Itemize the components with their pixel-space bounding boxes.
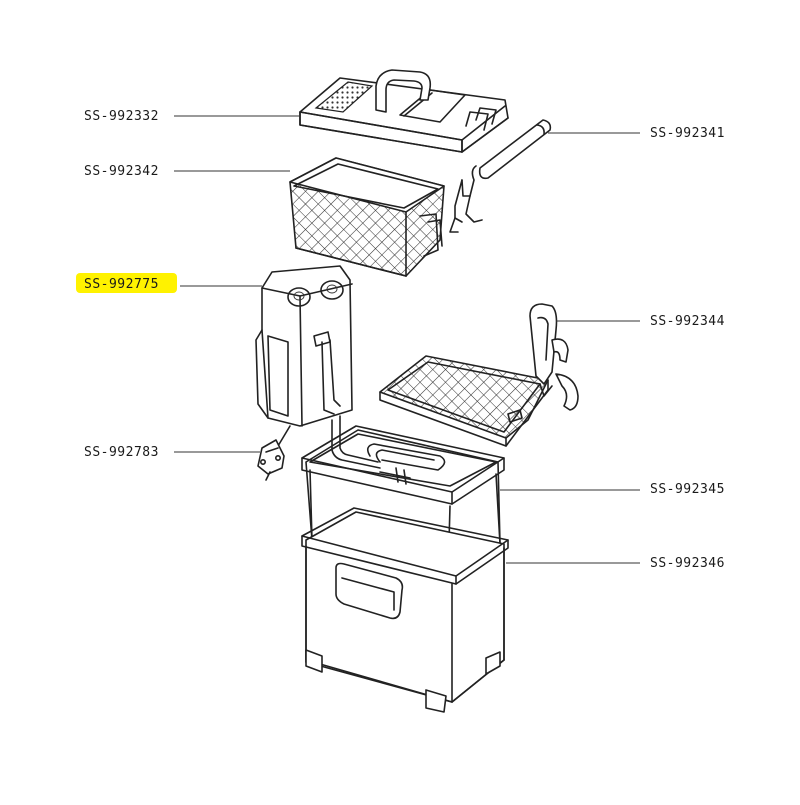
- label-highlight: [76, 273, 177, 293]
- label-housing: SS-992346: [650, 556, 725, 571]
- handle-part: [449, 119, 552, 233]
- lid-part: [299, 69, 509, 153]
- label-handle: SS-992341: [650, 126, 725, 141]
- label-basket: SS-992342: [84, 164, 159, 179]
- control-box-part: [255, 265, 353, 427]
- label-basket-handle: SS-992344: [650, 314, 725, 329]
- housing-part: [301, 507, 509, 713]
- power-cord-part: [257, 425, 291, 481]
- basket-part: [289, 157, 445, 277]
- label-power-cord: SS-992783: [84, 445, 159, 460]
- label-control-box: SS-992775: [84, 277, 159, 292]
- label-bowl: SS-992345: [650, 482, 725, 497]
- basket-handle-part: [379, 303, 579, 447]
- label-lid: SS-992332: [84, 109, 159, 124]
